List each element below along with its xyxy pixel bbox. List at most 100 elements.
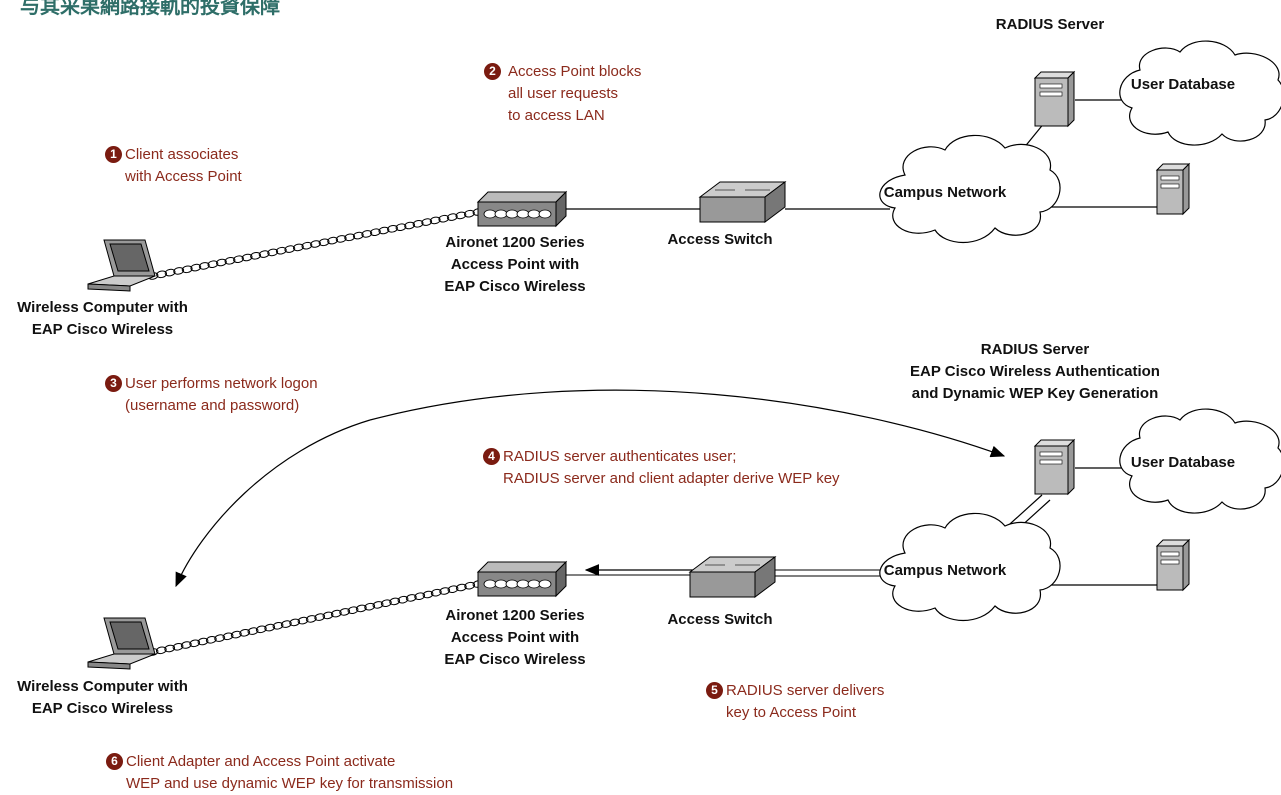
campus-network-cloud-bottom bbox=[879, 512, 1061, 621]
step-3: 3 User performs network logon (username … bbox=[105, 373, 318, 417]
wireless-coil-segment bbox=[267, 248, 279, 257]
wireless-coil-segment bbox=[355, 604, 367, 613]
user-database-cloud-bottom bbox=[1119, 408, 1281, 514]
wireless-coil-segment bbox=[395, 223, 407, 231]
wireless-coil-segment bbox=[189, 639, 201, 648]
server-icon-top bbox=[1155, 162, 1191, 216]
wireless-coil-segment bbox=[207, 260, 219, 268]
wireless-coil-segment bbox=[233, 255, 244, 263]
wireless-coil-segment bbox=[447, 585, 459, 593]
access-switch-label-bottom: Access Switch bbox=[667, 611, 773, 628]
wireless-coil-segment bbox=[181, 265, 193, 274]
wireless-coil-segment bbox=[164, 644, 176, 653]
step-2: 2 Access Point blocks all user requests … bbox=[484, 61, 641, 127]
step-badge: 1 bbox=[105, 146, 122, 163]
wireless-coil-segment bbox=[430, 588, 442, 597]
radius-server-label-top: RADIUS Server bbox=[995, 16, 1105, 33]
campus-network-label-top: Campus Network bbox=[883, 184, 1007, 201]
wireless-coil-segment bbox=[301, 241, 313, 250]
wireless-link-top bbox=[147, 208, 484, 280]
wireless-coil-segment bbox=[214, 634, 226, 642]
wireless-coil-segment bbox=[322, 611, 334, 620]
wireless-coil-segment bbox=[222, 632, 234, 641]
access-switch-label-top: Access Switch bbox=[667, 231, 773, 248]
wireless-coil-segment bbox=[264, 623, 276, 632]
access-point-label-top: Aironet 1200 Series Access Point with EA… bbox=[444, 234, 586, 295]
wireless-coil-segment bbox=[173, 267, 185, 275]
wireless-coil-segment bbox=[255, 625, 267, 634]
step-5: 5 RADIUS server delivers key to Access P… bbox=[706, 680, 884, 724]
radius-server-icon-top bbox=[1033, 70, 1076, 128]
wireless-coil-segment bbox=[455, 583, 467, 592]
wireless-coil-segment bbox=[172, 643, 184, 651]
wireless-coil-segment bbox=[272, 622, 284, 630]
client-label-top: Wireless Computer with EAP Cisco Wireles… bbox=[17, 299, 188, 338]
wireless-coil-segment bbox=[446, 213, 458, 221]
wireless-coil-segment bbox=[258, 250, 270, 258]
wireless-coil-segment bbox=[250, 252, 262, 260]
access-point-icon-bottom bbox=[476, 560, 568, 598]
laptop-icon-top bbox=[87, 239, 156, 292]
wireless-coil-segment bbox=[387, 225, 398, 233]
radius-server-icon-bottom bbox=[1033, 438, 1076, 496]
wireless-coil-segment bbox=[284, 245, 296, 253]
step-6: 6 Client Adapter and Access Point activa… bbox=[106, 751, 453, 795]
wireless-coil-segment bbox=[197, 637, 209, 646]
user-database-label-bottom: User Database bbox=[1130, 454, 1236, 471]
wireless-coil-segment bbox=[422, 590, 434, 599]
wireless-link-bottom bbox=[147, 580, 484, 656]
step-badge: 5 bbox=[706, 682, 723, 699]
wireless-coil-segment bbox=[344, 233, 356, 242]
wireless-coil-segment bbox=[352, 231, 364, 240]
campus-network-cloud-top bbox=[879, 134, 1061, 243]
wireless-coil-segment bbox=[224, 257, 236, 265]
wireless-coil-segment bbox=[404, 221, 416, 230]
wireless-coil-segment bbox=[180, 641, 192, 649]
access-point-label-bottom: Aironet 1200 Series Access Point with EA… bbox=[444, 607, 586, 668]
wireless-coil-segment bbox=[347, 606, 359, 614]
access-switch-icon-bottom bbox=[688, 556, 777, 598]
wireless-coil-segment bbox=[239, 629, 251, 637]
wireless-coil-segment bbox=[438, 214, 450, 223]
wireless-coil-segment bbox=[455, 211, 467, 220]
wireless-coil-segment bbox=[198, 262, 210, 270]
wireless-coil-segment bbox=[280, 620, 292, 628]
access-switch-icon-top bbox=[698, 181, 787, 223]
user-database-label-top: User Database bbox=[1130, 76, 1236, 93]
wireless-coil-segment bbox=[205, 636, 217, 644]
page-title: 与其采果網路接軌的投資保障 bbox=[20, 0, 280, 18]
wireless-coil-segment bbox=[414, 592, 426, 600]
wireless-coil-segment bbox=[439, 587, 451, 595]
wireless-coil-segment bbox=[330, 609, 342, 618]
step-4: 4 RADIUS server authenticates user; RADI… bbox=[483, 446, 840, 490]
wireless-coil-segment bbox=[310, 240, 321, 248]
laptop-icon-bottom bbox=[87, 617, 156, 670]
wireless-coil-segment bbox=[164, 268, 176, 277]
wireless-coil-segment bbox=[372, 601, 384, 609]
wireless-coil-segment bbox=[292, 243, 304, 252]
wireless-coil-segment bbox=[380, 599, 392, 607]
wireless-coil-segment bbox=[364, 602, 376, 611]
wireless-coil-segment bbox=[318, 238, 330, 247]
step-badge: 2 bbox=[484, 63, 501, 80]
wireless-coil-segment bbox=[215, 258, 227, 267]
server-icon-bottom bbox=[1155, 538, 1191, 592]
wireless-coil-segment bbox=[230, 630, 242, 639]
wireless-coil-segment bbox=[463, 209, 475, 218]
radius-server-label-bottom: RADIUS Server EAP Cisco Wireless Authent… bbox=[910, 341, 1160, 402]
wireless-coil-segment bbox=[389, 597, 401, 606]
wireless-coil-segment bbox=[275, 246, 287, 255]
wireless-coil-segment bbox=[339, 608, 351, 616]
step-badge: 6 bbox=[106, 753, 123, 770]
access-point-icon-top bbox=[476, 190, 568, 228]
wireless-coil-segment bbox=[335, 235, 347, 243]
wireless-coil-segment bbox=[429, 216, 441, 225]
step-badge: 4 bbox=[483, 448, 500, 465]
step-1: 1 Client associates with Access Point bbox=[105, 144, 242, 188]
wireless-coil-segment bbox=[305, 615, 317, 623]
wireless-coil-segment bbox=[397, 595, 409, 604]
wireless-coil-segment bbox=[405, 594, 417, 602]
user-database-cloud-top bbox=[1119, 40, 1281, 146]
wireless-coil-segment bbox=[369, 228, 381, 236]
